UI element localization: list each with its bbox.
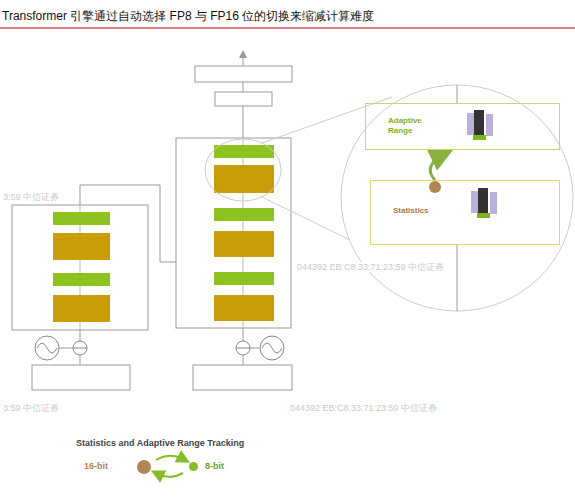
zoom-marker <box>205 139 281 201</box>
title-rule <box>0 28 575 29</box>
legend-heading: Statistics and Adaptive Range Tracking <box>76 438 244 448</box>
watermark: 3:59 中信证券 <box>3 403 59 413</box>
page-title: Transformer 引擎通过自动选择 FP8 与 FP16 位的切换来缩减计… <box>2 10 374 24</box>
legend-label: 8-bit <box>205 461 224 471</box>
panel-label: Statistics <box>393 206 453 216</box>
decoder-block <box>176 138 291 328</box>
panel-label: Adaptive Range <box>388 116 436 135</box>
encoder-block <box>12 205 148 330</box>
curved-arrow <box>429 152 448 193</box>
zoom-panel-box: Adaptive Range <box>365 103 560 150</box>
watermark: 3:59 中信证券 <box>3 192 59 202</box>
zoom-circle <box>341 85 573 311</box>
zoom-panel-box: Statistics <box>370 180 560 245</box>
watermark: 044392 EB:C8:33:71:23:59 中信证券 <box>296 262 445 272</box>
watermark: 044392 EB:C8:33:71:23:59 中信证券 <box>290 403 437 413</box>
gpu-icon <box>471 188 497 218</box>
legend-label: 16-bit <box>84 461 108 471</box>
legend-swatch <box>137 460 151 474</box>
gpu-icon <box>467 110 493 140</box>
legend-swatch <box>189 462 198 471</box>
